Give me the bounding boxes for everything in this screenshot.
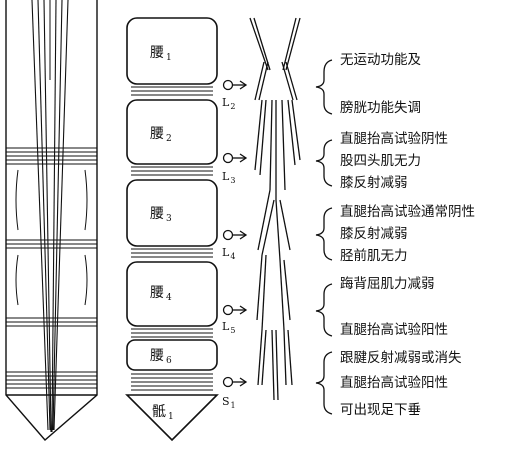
root-label-s1: S1 (222, 395, 236, 410)
desc-line: 可出现足下垂 (340, 402, 421, 418)
intervertebral-discs (131, 86, 213, 391)
desc-line: 无运动功能及 (340, 52, 421, 68)
brace-l3 (315, 139, 333, 187)
desc-line: 直腿抬高试验通常阴性 (340, 204, 475, 220)
root-marker-s1 (222, 376, 248, 388)
root-marker-l5 (222, 304, 248, 316)
desc-line: 直腿抬高试验阳性 (340, 375, 448, 391)
vertebral-column (125, 17, 219, 442)
desc-line: 膝反射减弱 (340, 226, 408, 242)
root-label-l3: L3 (222, 170, 235, 185)
description-braces (315, 59, 333, 415)
desc-line: 直腿抬高试验阳性 (340, 322, 448, 338)
nerve-fibers (249, 17, 301, 401)
root-label-l2: L2 (222, 96, 235, 111)
root-marker-l2 (222, 79, 248, 91)
desc-line: 胫前肌无力 (340, 248, 408, 264)
brace-l2 (315, 59, 333, 115)
desc-line: 跟腱反射减弱或消失 (340, 350, 462, 366)
desc-line: 膝反射减弱 (340, 175, 408, 191)
root-label-l5: L5 (222, 320, 235, 335)
root-marker-l4 (222, 229, 248, 241)
spinal-cord-panel (5, 0, 98, 441)
desc-line: 踇背屈肌力减弱 (340, 276, 435, 292)
nerve-root-markers (222, 79, 248, 388)
nerve-root-labels: L2 L3 L4 L5 S1 (222, 96, 236, 410)
root-marker-l3 (222, 152, 248, 164)
desc-line: 膀胱功能失调 (340, 100, 421, 116)
brace-l5 (315, 283, 333, 337)
root-label-l4: L4 (222, 246, 235, 261)
desc-line: 直腿抬高试验阴性 (340, 131, 448, 147)
desc-line: 股四头肌无力 (340, 153, 421, 169)
brace-l4 (315, 207, 333, 261)
brace-s1 (315, 351, 333, 415)
